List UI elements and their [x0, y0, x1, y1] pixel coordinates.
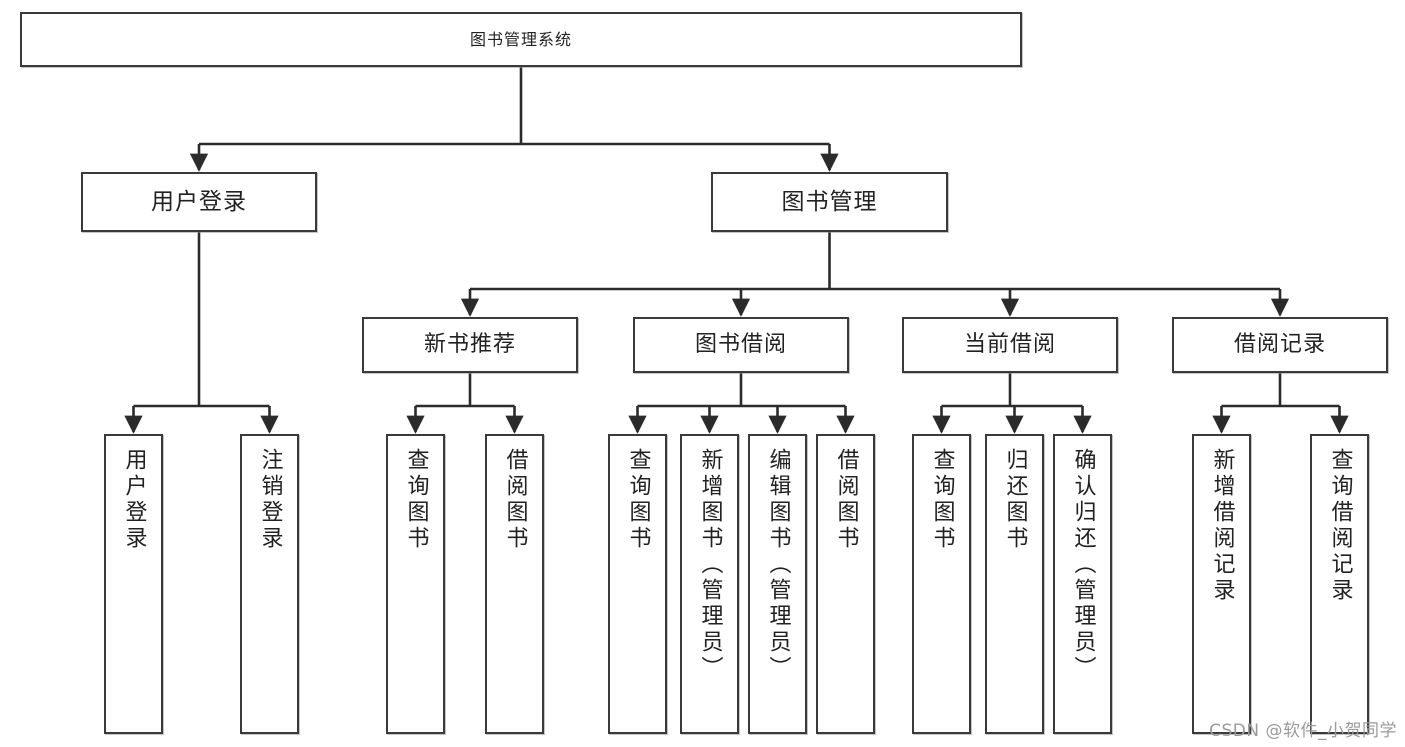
node-label: 当前借阅 [963, 332, 1056, 358]
node-label: 编辑图书（管理员） [765, 448, 791, 682]
node-label: 用户登录 [121, 448, 147, 552]
node-label: 借阅图书 [833, 448, 859, 552]
node-root[interactable]: 图书管理系统 [20, 12, 1022, 67]
node-label: 图书管理系统 [469, 29, 572, 49]
node-leaf-rec-add[interactable]: 新增借阅记录 [1192, 434, 1251, 734]
node-leaf-user-logout[interactable]: 注销登录 [240, 434, 299, 734]
node-leaf-user-login[interactable]: 用户登录 [104, 434, 163, 734]
node-leaf-borrow-query[interactable]: 查询图书 [608, 434, 667, 734]
node-leaf-cur-return[interactable]: 归还图书 [985, 434, 1044, 734]
node-label: 确认归还（管理员） [1070, 448, 1096, 682]
node-label: 借阅图书 [502, 448, 528, 552]
node-login[interactable]: 用户登录 [81, 172, 317, 232]
node-label: 图书借阅 [694, 332, 787, 358]
node-label: 注销登录 [257, 448, 283, 552]
node-label: 查询借阅记录 [1327, 448, 1353, 604]
node-bookmgmt[interactable]: 图书管理 [711, 172, 948, 232]
node-label: 借阅记录 [1233, 332, 1326, 358]
node-leaf-cur-confirm[interactable]: 确认归还（管理员） [1053, 434, 1112, 734]
node-leaf-borrow-add[interactable]: 新增图书（管理员） [680, 434, 739, 734]
node-label: 用户登录 [151, 188, 247, 215]
node-label: 新书推荐 [423, 332, 516, 358]
node-label: 图书管理 [781, 188, 878, 215]
node-leaf-cur-query[interactable]: 查询图书 [912, 434, 971, 734]
node-current[interactable]: 当前借阅 [902, 317, 1118, 373]
node-label: 查询图书 [625, 448, 651, 552]
node-newbook[interactable]: 新书推荐 [362, 317, 578, 373]
node-records[interactable]: 借阅记录 [1172, 317, 1388, 373]
node-label: 查询图书 [403, 448, 429, 552]
node-leaf-borrow-edit[interactable]: 编辑图书（管理员） [748, 434, 807, 734]
node-label: 查询图书 [929, 448, 955, 552]
node-leaf-rec-query[interactable]: 查询借阅记录 [1310, 434, 1369, 734]
node-leaf-borrow-lend[interactable]: 借阅图书 [816, 434, 875, 734]
node-label: 新增图书（管理员） [697, 448, 723, 682]
node-leaf-new-query[interactable]: 查询图书 [386, 434, 445, 734]
node-borrow[interactable]: 图书借阅 [633, 317, 849, 373]
node-leaf-new-borrow[interactable]: 借阅图书 [485, 434, 544, 734]
watermark: CSDN @软件_小贺同学 [1209, 721, 1397, 741]
node-label: 新增借阅记录 [1209, 448, 1235, 604]
node-label: 归还图书 [1002, 448, 1028, 552]
